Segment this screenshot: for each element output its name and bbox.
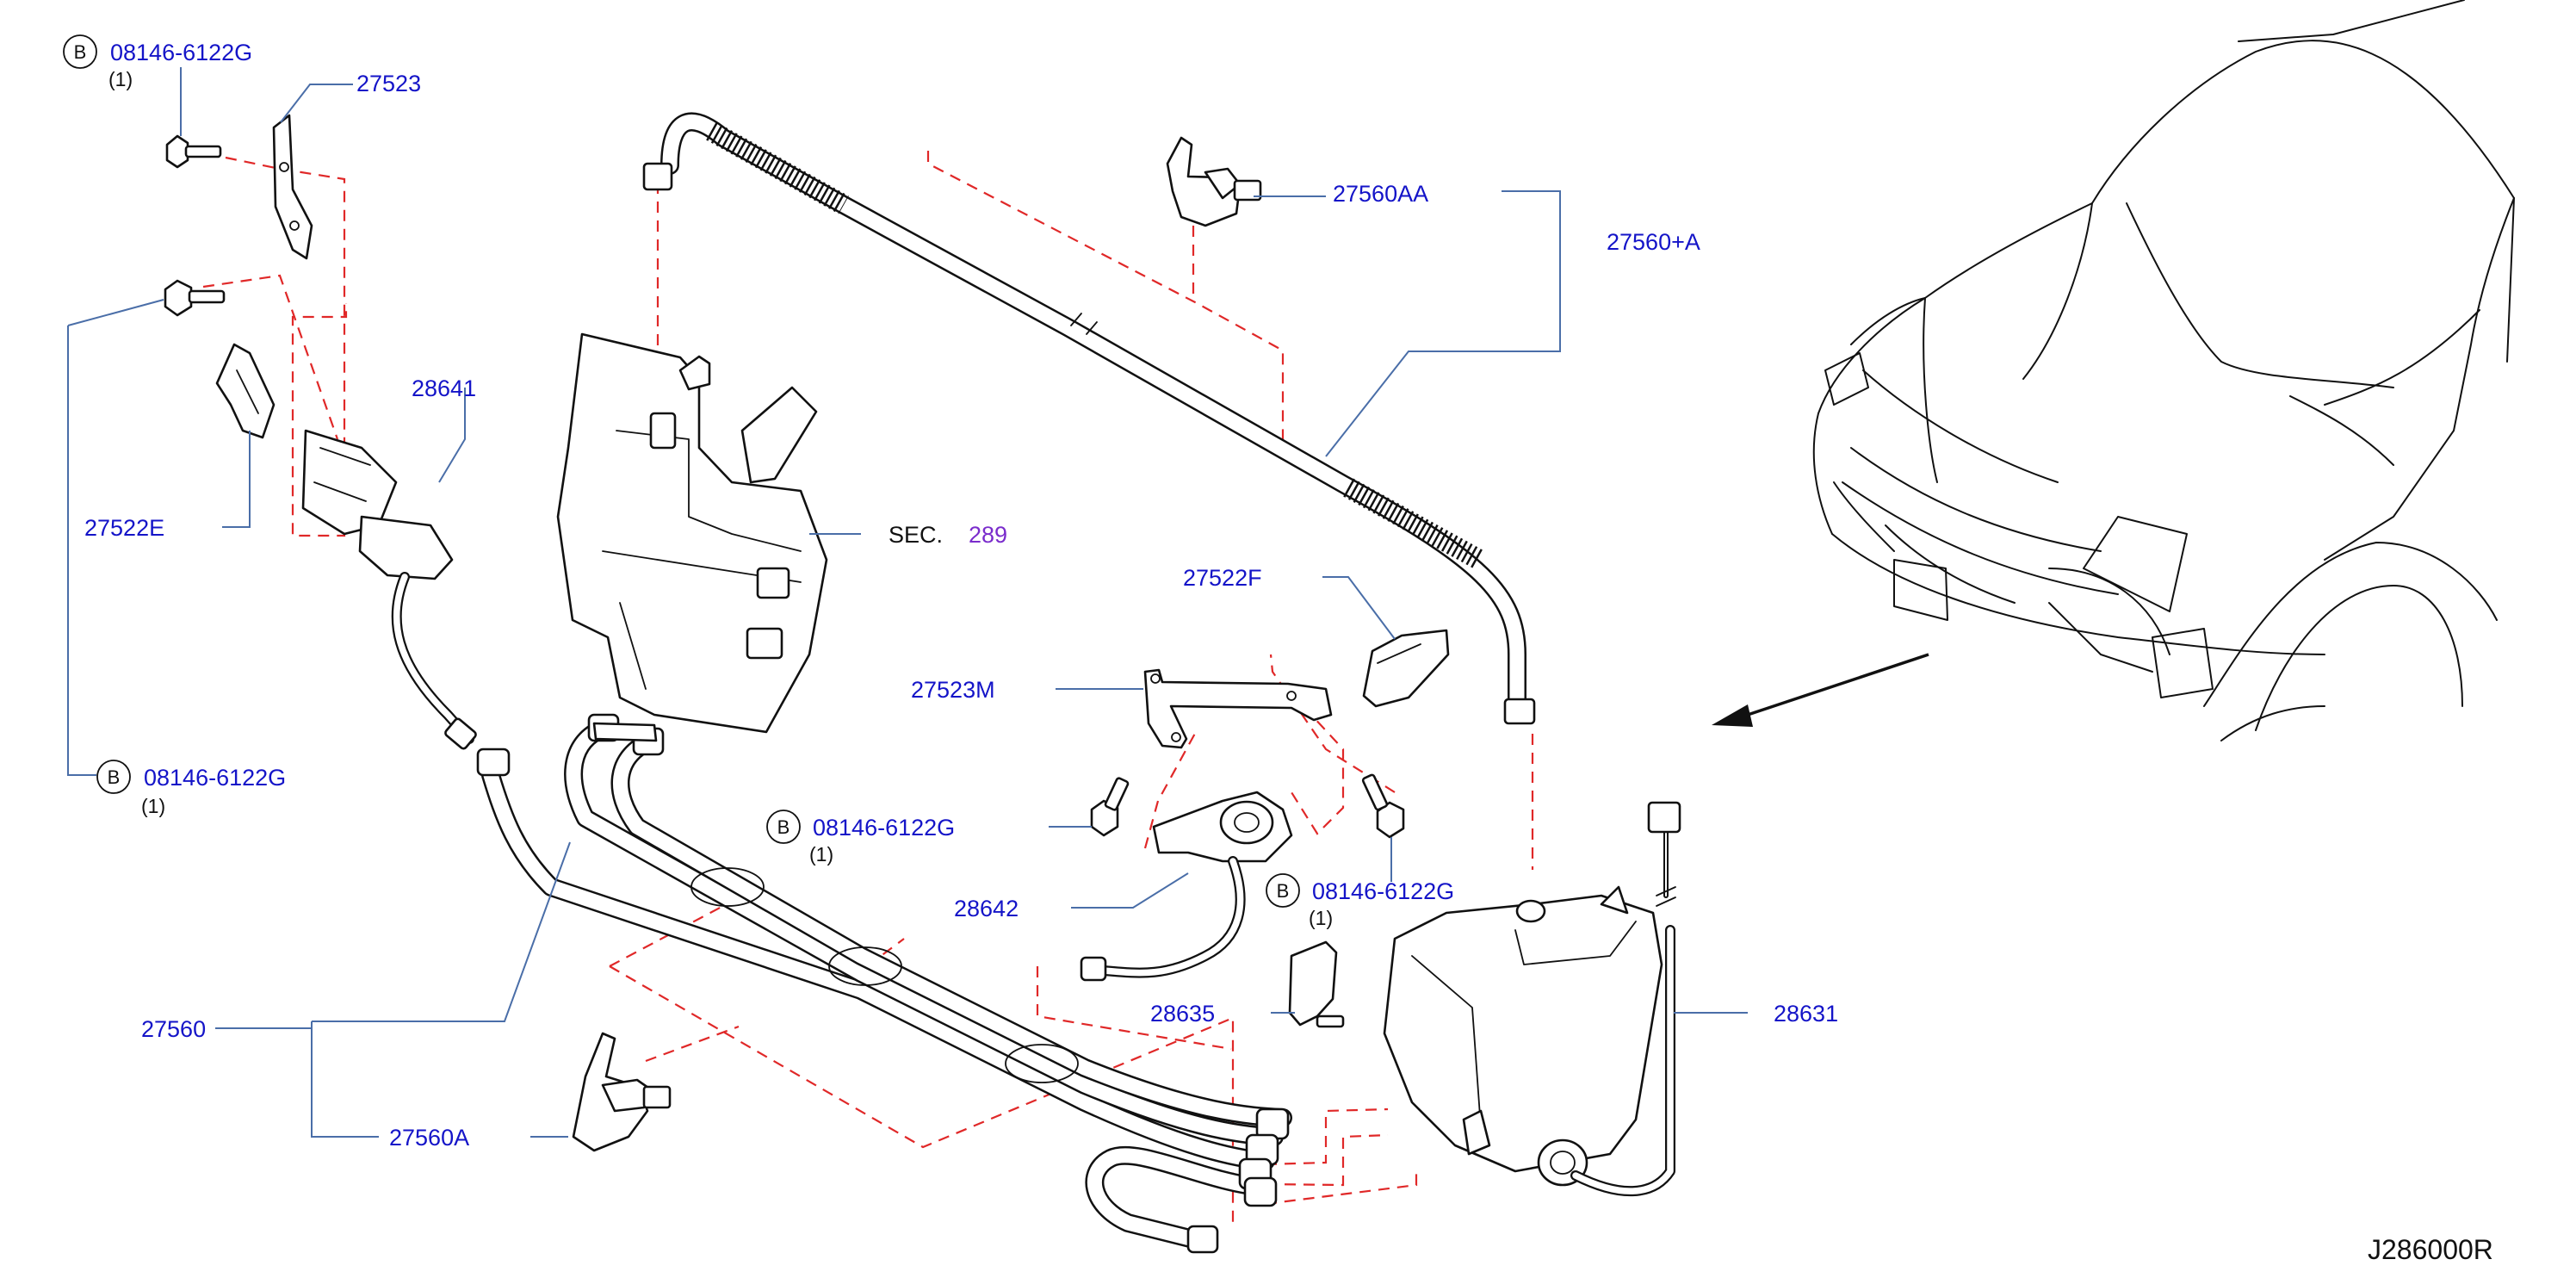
label-bracket-28635: 28635 bbox=[1150, 1001, 1215, 1027]
vehicle-front-view bbox=[1812, 0, 2515, 741]
label-nozzle-28641: 28641 bbox=[412, 375, 476, 401]
label-bolt-top-left: 08146-6122G bbox=[110, 40, 252, 65]
bolt-top-left bbox=[165, 134, 222, 169]
direction-arrow bbox=[1712, 653, 1929, 727]
callout-b-right: B bbox=[1266, 873, 1300, 908]
washer-nozzle-28642 bbox=[1080, 791, 1293, 982]
label-bolt-left-qty: (1) bbox=[141, 795, 165, 817]
label-bracket-27523: 27523 bbox=[356, 71, 421, 96]
clip-27560a bbox=[572, 1032, 672, 1152]
label-bolt-top-left-qty: (1) bbox=[108, 68, 133, 90]
bracket-27523 bbox=[272, 114, 313, 260]
label-cover-27522f: 27522F bbox=[1183, 565, 1262, 591]
label-cover-27522e: 27522E bbox=[84, 515, 164, 541]
washer-nozzle-28641 bbox=[301, 429, 477, 750]
svg-text:B: B bbox=[108, 766, 121, 788]
bracket-28635 bbox=[1288, 940, 1345, 1028]
label-hose-27560-plus-a: 27560+A bbox=[1607, 229, 1700, 255]
label-clip-27560aa: 27560AA bbox=[1333, 181, 1428, 207]
cover-27522e bbox=[215, 343, 276, 439]
callout-b-top-left: B bbox=[63, 34, 97, 69]
leader-lines bbox=[67, 67, 1748, 1138]
label-bolt-left: 08146-6122G bbox=[144, 765, 286, 791]
washer-pump-28631 bbox=[1383, 801, 1681, 1197]
bolt-center bbox=[1090, 777, 1130, 837]
label-clip-27560a: 27560A bbox=[389, 1125, 469, 1151]
washer-tank bbox=[556, 332, 828, 742]
washer-hose-upper bbox=[642, 112, 1536, 725]
washer-hose-lower bbox=[476, 713, 1292, 1254]
bracket-27523m bbox=[1143, 668, 1333, 749]
label-pump-28631: 28631 bbox=[1774, 1001, 1838, 1027]
label-section-number: 289 bbox=[969, 522, 1007, 548]
bolt-right bbox=[1361, 773, 1405, 839]
diagram-code: J286000R bbox=[2368, 1234, 2493, 1265]
label-hose-27560: 27560 bbox=[141, 1016, 206, 1042]
label-bracket-27523m: 27523M bbox=[911, 677, 995, 703]
bolt-left bbox=[164, 279, 226, 317]
svg-text:B: B bbox=[1277, 880, 1290, 902]
label-bolt-right-qty: (1) bbox=[1309, 907, 1333, 929]
svg-text:B: B bbox=[777, 816, 790, 838]
label-bolt-right: 08146-6122G bbox=[1312, 878, 1454, 904]
callout-b-left: B bbox=[96, 760, 131, 794]
label-section-prefix: SEC. bbox=[889, 522, 943, 548]
svg-text:B: B bbox=[74, 41, 87, 63]
assembly-dash-lines bbox=[202, 151, 1534, 1223]
clip-27560aa bbox=[1166, 136, 1262, 227]
label-bolt-center-qty: (1) bbox=[809, 843, 833, 865]
label-bolt-center: 08146-6122G bbox=[813, 815, 955, 841]
label-nozzle-28642: 28642 bbox=[954, 896, 1019, 921]
cover-27522f bbox=[1362, 629, 1450, 708]
callout-b-center: B bbox=[766, 810, 801, 844]
